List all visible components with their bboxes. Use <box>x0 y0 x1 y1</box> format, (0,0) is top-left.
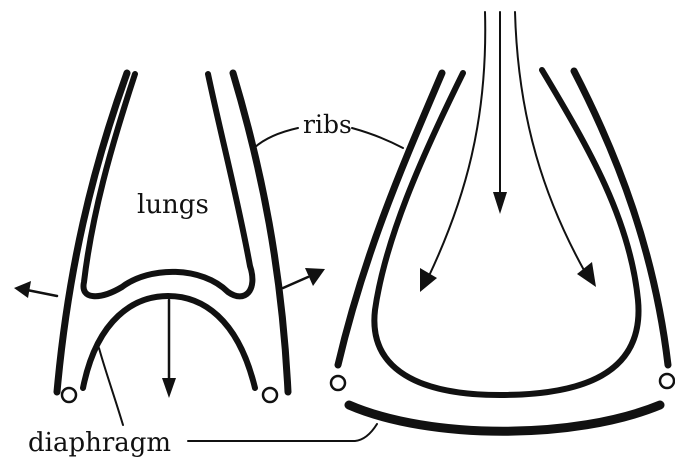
left-lung-cavity <box>83 74 252 296</box>
airflow-left-arrowhead <box>420 268 437 292</box>
left-joint-circle-right <box>263 388 277 402</box>
right-diaphragm <box>349 405 660 431</box>
left-joint-circle-left <box>62 388 76 402</box>
airflow-right-arrowhead <box>577 262 596 287</box>
right-rib-outer-left <box>338 73 442 365</box>
diaphragm-leader-left <box>99 348 123 425</box>
left-outward-arrow <box>27 290 57 296</box>
ribs-leader-left <box>254 128 298 148</box>
ribs-leader-right <box>352 128 403 148</box>
airflow-left-curve <box>428 12 485 278</box>
right-outward-arrow <box>283 277 308 288</box>
ribs-label: ribs <box>303 110 352 139</box>
airflow-right-curve <box>515 12 585 272</box>
right-joint-circle-right <box>660 374 674 388</box>
airflow-center-arrowhead <box>493 192 507 214</box>
left-panel <box>14 73 325 402</box>
left-outward-arrowhead <box>14 281 31 298</box>
right-panel <box>331 12 674 431</box>
lungs-label: lungs <box>137 190 209 220</box>
down-arrowhead <box>162 378 176 398</box>
diaphragm-label: diaphragm <box>28 428 171 458</box>
right-joint-circle-left <box>331 376 345 390</box>
diaphragm-leader-right <box>188 424 377 441</box>
